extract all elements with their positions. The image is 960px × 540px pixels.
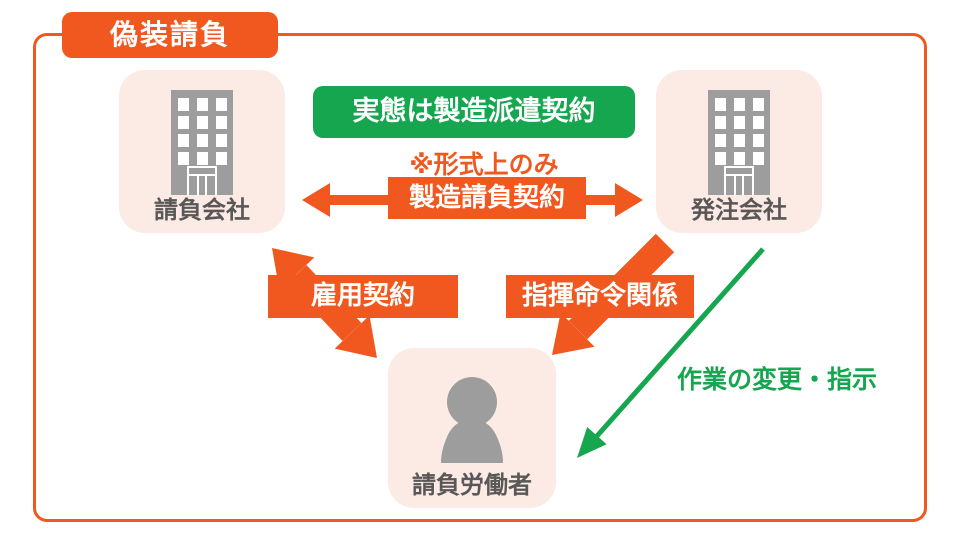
title-badge: 偽装請負 <box>62 12 278 58</box>
instruction-arrow <box>577 247 765 458</box>
formality-note: ※形式上のみ <box>409 150 559 179</box>
building-icon <box>656 90 822 195</box>
client-company-label: 発注会社 <box>691 196 787 224</box>
contract-arrow-label: 製造請負契約 <box>388 177 586 219</box>
node-contract-worker: 請負労働者 <box>388 348 556 508</box>
node-contractor-company: 請負会社 <box>119 70 285 233</box>
building-icon <box>119 90 285 195</box>
reality-badge: 実態は製造派遣契約 <box>313 86 635 138</box>
person-icon <box>388 370 556 470</box>
instruction-arrow-label: 作業の変更・指示 <box>676 365 877 394</box>
command-arrow-label: 指揮命令関係 <box>506 275 694 318</box>
contractor-company-label: 請負会社 <box>154 196 250 224</box>
node-client-company: 発注会社 <box>656 70 822 233</box>
contract-worker-label: 請負労働者 <box>412 471 532 499</box>
employment-arrow-label: 雇用契約 <box>268 275 458 318</box>
